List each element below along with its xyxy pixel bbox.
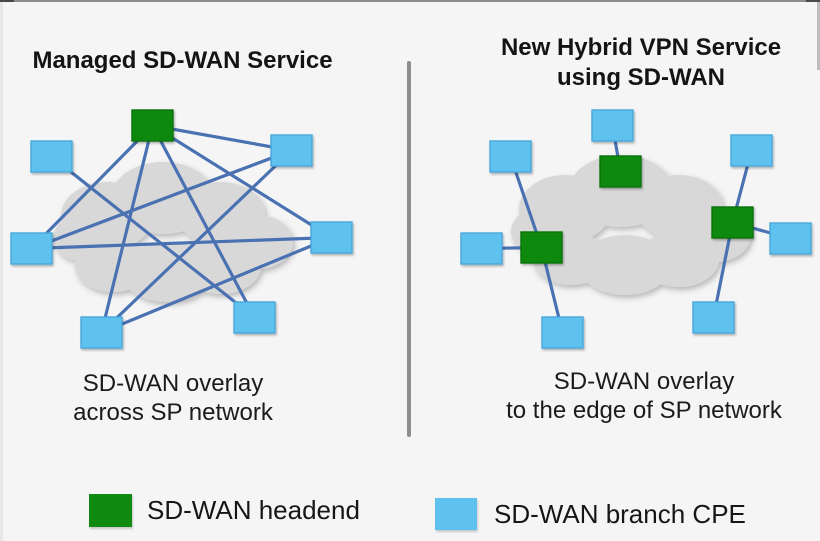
right-caption-line2: to the edge of SP network [506, 397, 782, 424]
sdwan-branch-cpe-node [769, 222, 812, 255]
headend-legend-label: SD-WAN headend [147, 495, 360, 525]
overlay-link [49, 154, 257, 320]
sdwan-branch-cpe-node [233, 301, 276, 334]
overlay-link [150, 123, 257, 320]
sdwan-branch-cpe-node [80, 316, 123, 349]
right-edge-artifact [817, 2, 820, 70]
sdwan-headend-node [599, 155, 642, 188]
headend-legend-swatch [89, 494, 132, 527]
branch-cpe-legend-swatch [435, 498, 477, 530]
sdwan-branch-cpe-node [541, 316, 584, 349]
sdwan-branch-cpe-node [30, 140, 73, 173]
overlay-link [29, 235, 334, 251]
overlay-link [99, 235, 334, 335]
top-edge-artifact [0, 0, 820, 2]
sdwan-headend-node [711, 206, 754, 239]
right-panel-title: New Hybrid VPN Service using SD-WAN [460, 33, 820, 93]
overlay-link [150, 123, 294, 153]
left-panel-title-text: Managed SD-WAN Service [32, 47, 333, 74]
sdwan-branch-cpe-node [489, 140, 532, 173]
right-panel-title-line2: using SD-WAN [557, 64, 725, 91]
overlay-link [150, 123, 334, 240]
sdwan-headend-node [520, 231, 563, 264]
overlay-link [29, 148, 294, 251]
left-panel-title: Managed SD-WAN Service [10, 46, 355, 76]
sdwan-branch-cpe-node [270, 134, 313, 167]
sdwan-branch-cpe-node [692, 301, 735, 334]
sdwan-branch-cpe-node [310, 221, 353, 254]
right-panel-title-line1: New Hybrid VPN Service [500, 34, 782, 61]
sdwan-branch-cpe-node [730, 134, 773, 167]
right-caption-line1: SD-WAN overlay [553, 368, 735, 395]
right-panel-caption: SD-WAN overlay to the edge of SP network [489, 367, 799, 425]
sdwan-branch-cpe-node [460, 232, 503, 265]
left-caption-line2: across SP network [73, 399, 273, 426]
sdwan-branch-cpe-node [10, 232, 53, 265]
left-edge-artifact [0, 2, 3, 541]
branch-cpe-legend-label: SD-WAN branch CPE [494, 499, 746, 529]
sdwan-headend-node [131, 109, 174, 142]
left-panel-caption: SD-WAN overlay across SP network [23, 369, 323, 427]
overlay-link [99, 148, 294, 335]
left-caption-line1: SD-WAN overlay [82, 370, 264, 397]
sdwan-branch-cpe-node [591, 109, 634, 142]
sp-network-cloud-left [53, 162, 293, 302]
overlay-link [99, 123, 155, 335]
panel-divider [407, 61, 411, 437]
